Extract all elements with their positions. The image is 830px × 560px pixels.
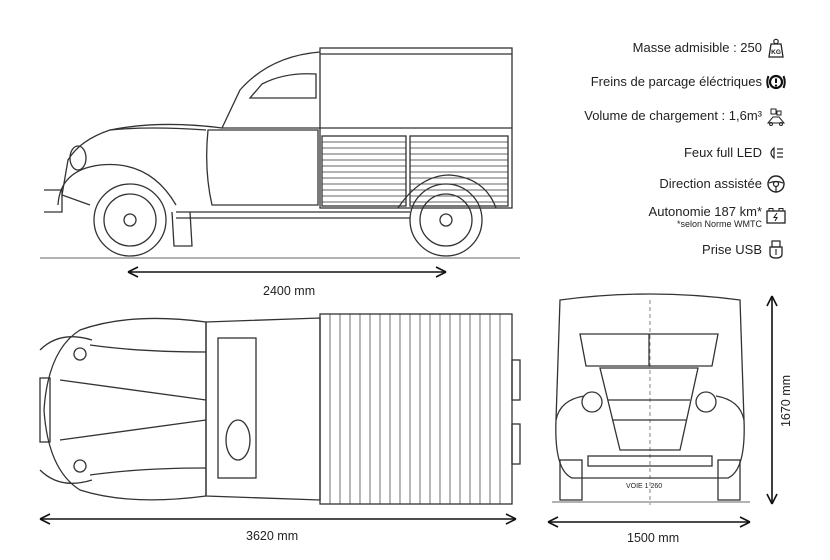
spec-direction: Direction assistée [659, 176, 762, 191]
usb-icon [769, 240, 783, 259]
svg-text:KG: KG [771, 49, 781, 56]
spec-volume: Volume de chargement : 1,6m³ [584, 108, 762, 123]
spec-freins: Freins de parcage éléctriques [590, 74, 762, 89]
spec-masse: Masse admisible : 250 [632, 40, 762, 55]
spec-autonomie-note: *selon Norme WMTC [676, 219, 762, 229]
spec-autonomie: Autonomie 187 km* *selon Norme WMTC [649, 204, 762, 229]
weight-kg-icon: KG [768, 38, 784, 58]
cargo-volume-icon [766, 108, 786, 126]
top-view [39, 313, 521, 505]
spec-feux: Feux full LED [683, 145, 762, 160]
track-label: VOIE 1 260 [626, 483, 663, 490]
side-view [40, 47, 520, 259]
front-view [552, 293, 750, 505]
spec-usb: Prise USB [702, 242, 762, 257]
wheelbase-label: 2400 mm [263, 284, 316, 298]
spec-autonomie-label: Autonomie 187 km* [648, 204, 762, 219]
height-label: 1670 mm [779, 374, 794, 428]
steering-wheel-icon [767, 175, 785, 193]
width-label: 1500 mm [627, 531, 680, 545]
dimension-lines [39, 266, 778, 528]
battery-icon [766, 208, 786, 224]
length-label: 3620 mm [246, 529, 299, 543]
parking-brake-icon [766, 74, 786, 90]
headlight-led-icon [770, 146, 783, 160]
